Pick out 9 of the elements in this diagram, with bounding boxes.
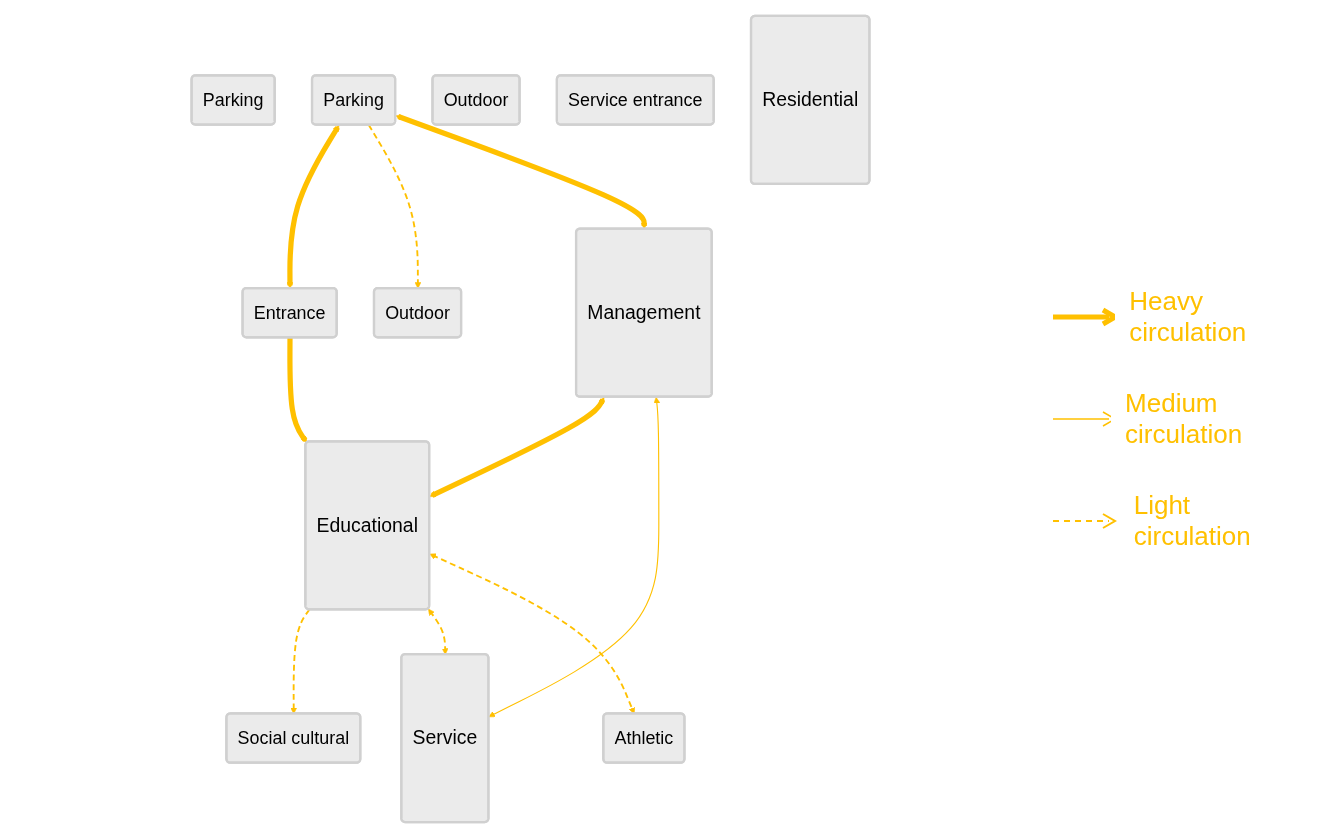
arrow xyxy=(286,124,340,289)
arrow xyxy=(287,337,308,443)
arrow xyxy=(367,124,422,289)
legend-text: Medium circulation xyxy=(1125,388,1244,450)
legend-text: Light circulation xyxy=(1133,490,1252,552)
arrow xyxy=(428,608,449,655)
arrow xyxy=(488,397,661,718)
arrow xyxy=(429,396,606,498)
legend-text: Heavy circulation xyxy=(1129,286,1248,348)
